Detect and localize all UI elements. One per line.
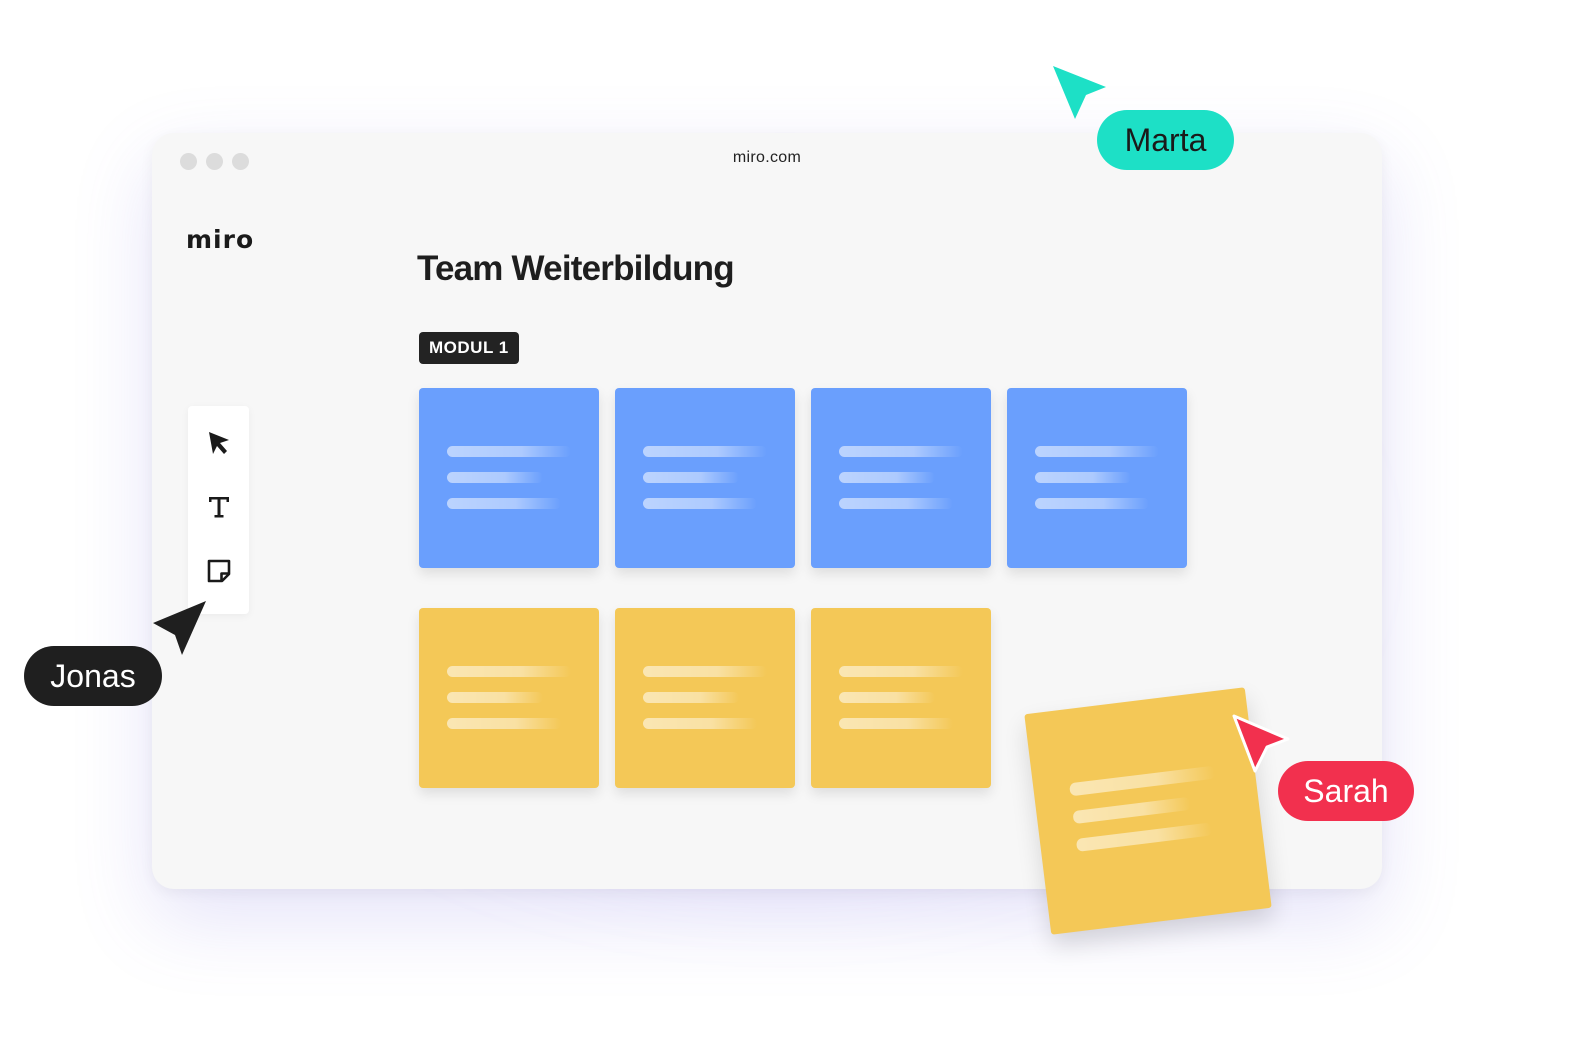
sticky-note-icon [207,559,231,583]
minimize-dot[interactable] [206,153,223,170]
sticky-note-yellow[interactable] [811,608,991,788]
text-icon [209,497,229,518]
address-bar-url[interactable]: miro.com [732,149,802,166]
maximize-dot[interactable] [232,153,249,170]
sticky-note-blue[interactable] [811,388,991,568]
close-dot[interactable] [180,153,197,170]
sarah-name-tag: Sarah [1278,761,1414,821]
jonas-name-tag: Jonas [24,646,162,706]
marta-name-tag: Marta [1097,110,1234,170]
arrow-pointer-icon [209,432,229,454]
sticky-note-tool-button[interactable] [202,554,236,588]
marta-cursor-icon [1053,66,1106,119]
miro-logo[interactable]: miro [186,225,255,254]
tool-palette [188,406,249,614]
sticky-note-yellow[interactable] [419,608,599,788]
jonas-cursor-icon [153,601,206,655]
section-label[interactable]: MODUL 1 [419,332,519,364]
select-tool-button[interactable] [202,426,236,460]
text-tool-button[interactable] [202,490,236,524]
window-controls [180,153,249,170]
sticky-note-yellow[interactable] [615,608,795,788]
board-title: Team Weiterbildung [417,249,735,288]
sticky-note-blue[interactable] [419,388,599,568]
sticky-note-blue[interactable] [615,388,795,568]
sarah-cursor-icon [1232,714,1290,773]
browser-window: miro.com miro Team Weiterbildung MODUL 1 [152,133,1382,889]
sticky-note-blue[interactable] [1007,388,1187,568]
